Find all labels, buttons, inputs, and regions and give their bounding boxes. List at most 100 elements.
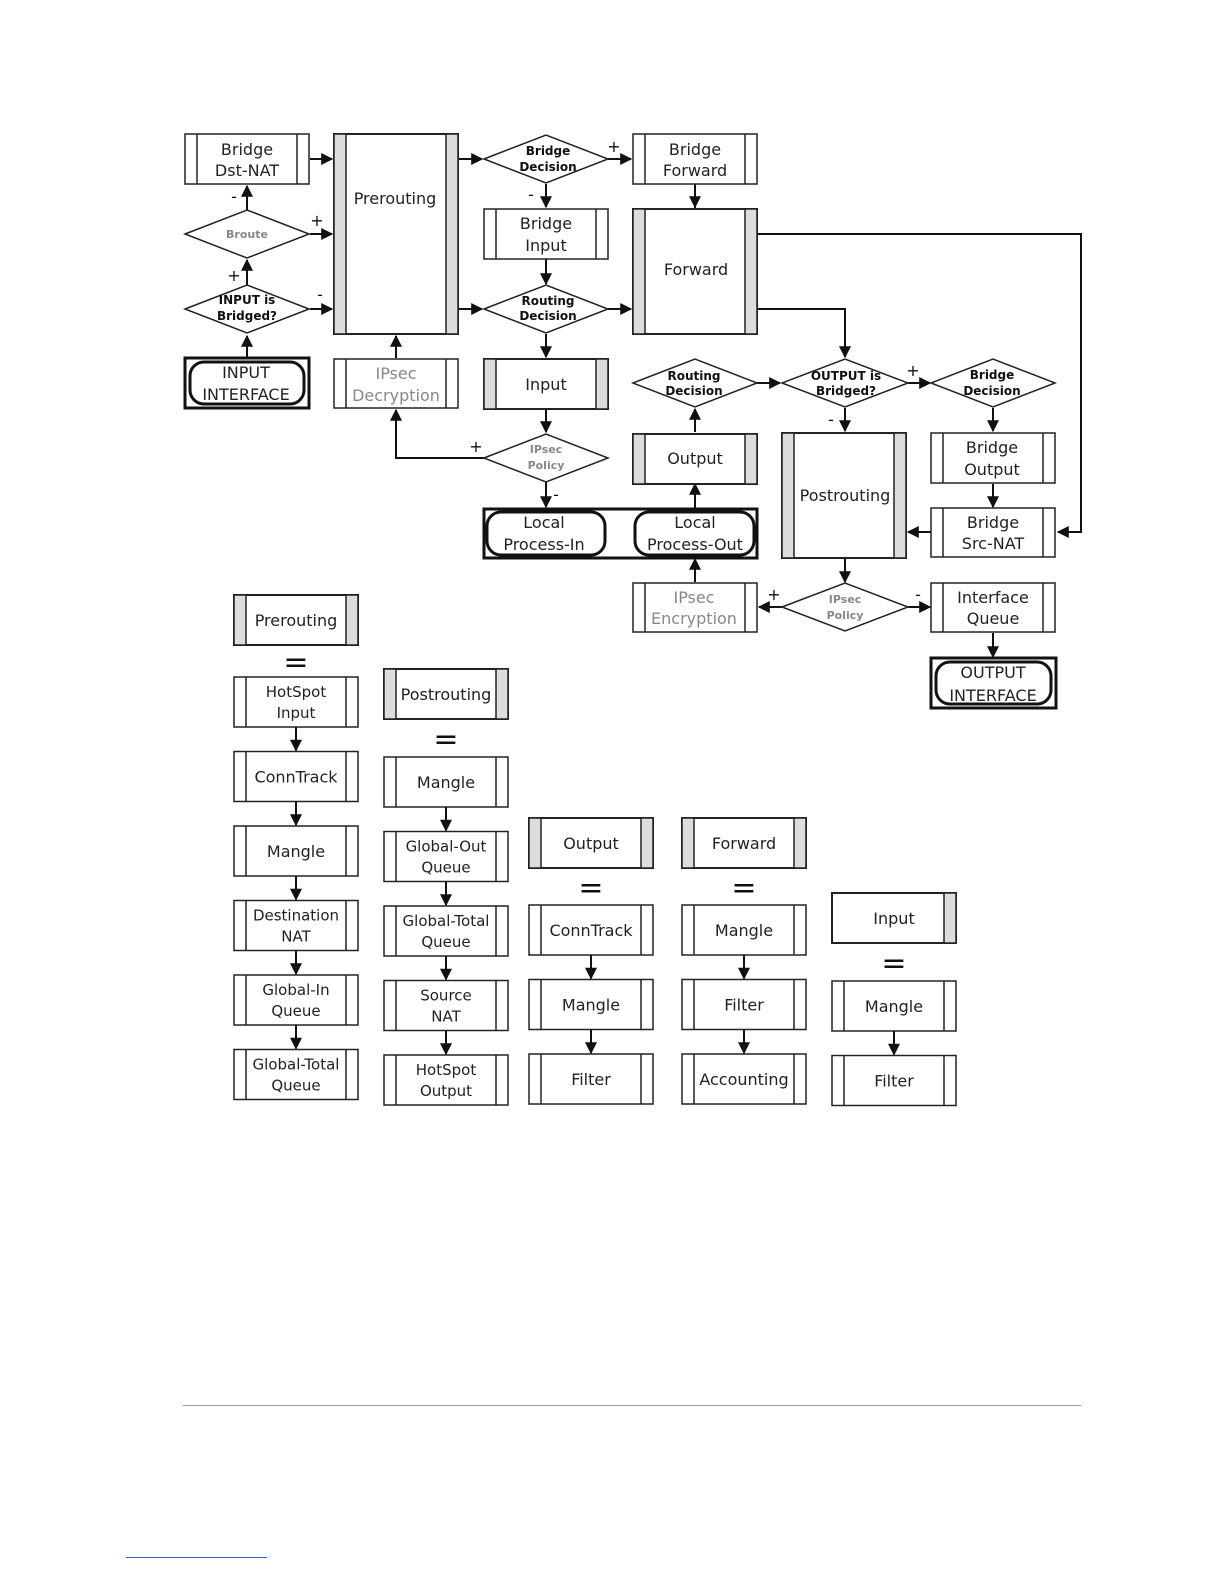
legend-step-box: Accounting [681, 1053, 807, 1105]
legend-step-box: ConnTrack [233, 750, 359, 803]
legend-step-label: Queue [421, 859, 470, 877]
legend-title-label: Output [563, 834, 619, 853]
svg-text:Local: Local [674, 513, 715, 532]
input-interface-box: INPUT INTERFACE [183, 356, 311, 410]
legend-step-label: Filter [724, 996, 764, 1015]
svg-text:Output: Output [667, 449, 723, 468]
svg-text:Process-Out: Process-Out [647, 535, 743, 554]
legend-title-box: Postrouting [383, 668, 509, 720]
svg-text:+: + [227, 266, 240, 285]
svg-text:Routing: Routing [521, 294, 574, 308]
legend-step-label: Global-Total [253, 1056, 340, 1074]
footer-rule [183, 1405, 1081, 1406]
legend-step-label: Mangle [715, 921, 773, 940]
flow-connectors [241, 153, 1082, 659]
legend-step-label: Queue [271, 1002, 320, 1020]
legend-step-label: ConnTrack [549, 921, 633, 940]
legend-title-label: Postrouting [401, 685, 492, 704]
ipsec-policy-in-diamond: IPsec Policy [481, 433, 611, 483]
legend-step-box: Filter [528, 1053, 654, 1105]
routing-decision-main-diamond: Routing Decision [481, 284, 611, 334]
legend-step-label: ConnTrack [254, 768, 338, 787]
svg-text:IPsec: IPsec [375, 364, 416, 383]
svg-text:Broute: Broute [226, 228, 268, 241]
legend-step-box: Mangle [528, 978, 654, 1031]
svg-text:+: + [767, 585, 780, 604]
legend-step-box: Mangle [681, 904, 807, 956]
svg-text:Process-In: Process-In [503, 535, 584, 554]
legend-step-label: Mangle [417, 773, 475, 792]
ipsec-policy-out-diamond: IPsec Policy [779, 582, 911, 632]
chain-legend: Prerouting=HotSpotInputConnTrackMangleDe… [233, 594, 957, 1107]
legend-equals-sign: = [283, 645, 308, 680]
svg-text:Decision: Decision [665, 384, 722, 398]
ipsec-decryption-box: IPsec Decryption [333, 358, 459, 409]
svg-text:Bridge: Bridge [970, 368, 1015, 382]
svg-text:Queue: Queue [967, 609, 1020, 628]
postrouting-chain-box: Postrouting [781, 432, 907, 559]
svg-text:-: - [915, 585, 921, 604]
svg-text:+: + [310, 211, 323, 230]
legend-equals-sign: = [433, 722, 458, 757]
svg-text:-: - [828, 410, 834, 429]
legend-step-label: Global-Out [406, 838, 487, 856]
svg-text:Forward: Forward [664, 260, 728, 279]
svg-text:INTERFACE: INTERFACE [949, 686, 1036, 705]
legend-step-label: Mangle [562, 996, 620, 1015]
svg-text:INPUT is: INPUT is [219, 293, 276, 307]
svg-text:Output: Output [964, 460, 1020, 479]
legend-step-label: Mangle [865, 997, 923, 1016]
svg-text:OUTPUT: OUTPUT [960, 663, 1025, 682]
legend-step-label: Filter [874, 1072, 914, 1091]
legend-column-postrouting: Postrouting=MangleGlobal-OutQueueGlobal-… [383, 668, 509, 1106]
legend-step-label: HotSpot [266, 683, 327, 701]
svg-text:+: + [607, 137, 620, 156]
branch-signs: - + + - + - + - + - + - [227, 137, 921, 604]
legend-title-box: Input [831, 892, 957, 944]
svg-text:-: - [231, 187, 237, 206]
legend-step-box: Filter [831, 1054, 957, 1107]
svg-text:-: - [528, 185, 534, 204]
legend-step-label: Source [420, 987, 472, 1005]
legend-step-box: ConnTrack [528, 904, 654, 956]
interface-queue-box: Interface Queue [930, 582, 1056, 633]
legend-title-label: Forward [712, 834, 776, 853]
routing-decision-out-diamond: Routing Decision [630, 358, 760, 408]
legend-step-box: Filter [681, 978, 807, 1031]
svg-text:Encryption: Encryption [651, 609, 737, 628]
bridge-src-nat-box: Bridge Src-NAT [930, 507, 1056, 558]
legend-step-label: Queue [421, 933, 470, 951]
legend-step-label: NAT [431, 1008, 461, 1026]
legend-step-label: Accounting [699, 1070, 788, 1089]
legend-title-box: Prerouting [233, 594, 359, 646]
legend-equals-sign: = [731, 871, 756, 906]
svg-text:IPsec: IPsec [829, 593, 862, 606]
svg-text:-: - [553, 485, 559, 504]
legend-title-label: Prerouting [255, 611, 338, 630]
svg-text:Bridge: Bridge [669, 140, 721, 159]
svg-text:Input: Input [525, 236, 566, 255]
bridge-forward-box: Bridge Forward [632, 133, 758, 185]
broute-diamond: Broute [182, 209, 312, 259]
legend-title-box: Forward [681, 817, 807, 869]
legend-step-label: HotSpot [416, 1061, 477, 1079]
svg-text:Bridged?: Bridged? [217, 309, 277, 323]
local-process-out-box: Local Process-Out [633, 510, 756, 557]
legend-step-label: Input [277, 704, 316, 722]
svg-text:OUTPUT is: OUTPUT is [811, 369, 881, 383]
svg-text:Dst-NAT: Dst-NAT [215, 161, 279, 180]
legend-equals-sign: = [881, 946, 906, 981]
svg-text:IPsec: IPsec [530, 443, 563, 456]
legend-title-box: Output [528, 817, 654, 869]
input-chain-box: Input [483, 358, 609, 410]
footer-link-underline [126, 1557, 267, 1558]
